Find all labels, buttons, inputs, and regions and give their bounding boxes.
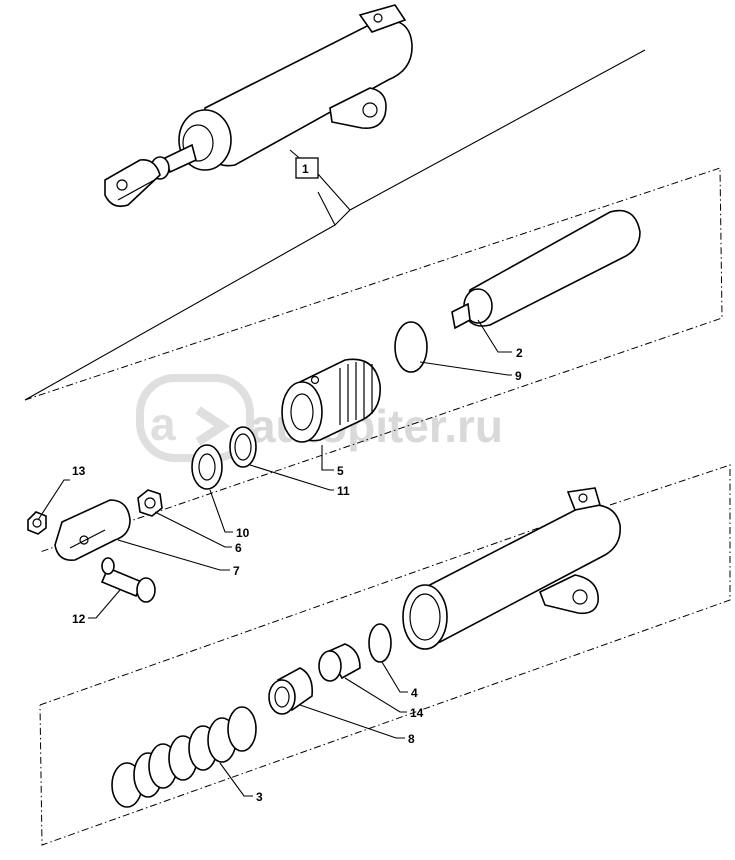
callout-14: 14 xyxy=(410,706,424,720)
svg-text:a: a xyxy=(150,398,176,450)
callout-12: 12 xyxy=(72,612,86,626)
callout-11: 11 xyxy=(337,484,350,498)
clevis-pin-12 xyxy=(100,557,156,603)
assembly-label-box xyxy=(295,157,319,179)
o-ring-9 xyxy=(394,321,428,373)
bushing-8 xyxy=(268,667,314,715)
lower-exploded-frame xyxy=(39,464,731,846)
piston-gland xyxy=(281,358,381,443)
callout-10: 10 xyxy=(236,526,250,540)
assembly-label: 1 xyxy=(302,162,309,176)
complete-cylinder-assembly xyxy=(104,4,413,208)
callout-8: 8 xyxy=(408,732,415,746)
cylinder-barrel xyxy=(402,487,622,650)
nut-6 xyxy=(137,489,163,517)
o-ring-4 xyxy=(368,623,392,663)
callout-labels: 2 3 4 5 6 7 8 9 10 11 12 13 14 xyxy=(72,346,523,804)
callout-13: 13 xyxy=(72,464,86,478)
callout-6: 6 xyxy=(235,541,242,555)
bushing-14 xyxy=(318,643,361,682)
assembly-reference-lines: 1 xyxy=(24,49,646,401)
piston-rod xyxy=(451,209,641,330)
callout-7: 7 xyxy=(233,564,240,578)
callout-2: 2 xyxy=(516,346,523,360)
upper-exploded-frame xyxy=(24,167,723,553)
callout-4: 4 xyxy=(411,686,418,700)
seal-washer-10 xyxy=(191,444,223,490)
callout-9: 9 xyxy=(515,369,522,383)
clevis-7 xyxy=(54,499,131,562)
callout-3: 3 xyxy=(256,790,263,804)
leader-lines xyxy=(37,319,512,797)
washer-11 xyxy=(229,426,257,468)
nut-13 xyxy=(27,511,47,535)
seal-rings-3 xyxy=(111,706,257,808)
callout-5: 5 xyxy=(337,464,344,478)
